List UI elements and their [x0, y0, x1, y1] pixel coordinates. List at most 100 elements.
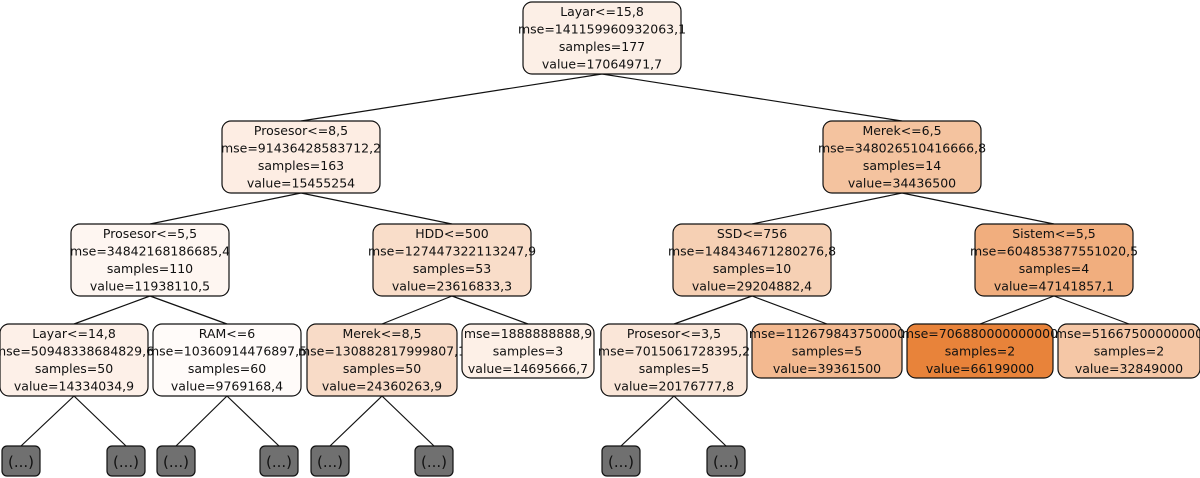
- edge-rr-rrr: [1053, 295, 1130, 325]
- node-line: mse=706880000000000: [902, 326, 1058, 341]
- node-line: samples=5: [639, 361, 709, 376]
- node-box: [522, 1, 682, 75]
- node-line: mse=34842168186685,4: [70, 244, 230, 259]
- tree-node-rll: Prosesor<=3,5 mse=7015061728395,2 samples=…: [598, 323, 750, 397]
- elided-node: (...): [601, 445, 641, 477]
- node-line: HDD<=500: [415, 226, 489, 241]
- tree-node-lrl: Merek<=8,5 mse=130882817999807,1 samples=5…: [298, 323, 466, 397]
- tree-node-l: Prosesor<=8,5 mse=91436428583712,2 samples…: [221, 120, 381, 194]
- elided-node: (...): [414, 445, 454, 477]
- node-box: [372, 223, 532, 297]
- tree-node-rlr: mse=112679843750000samples=5value=393615…: [749, 323, 905, 379]
- edge-lrl-elided: [381, 395, 435, 447]
- node-line: mse=50948338684829,6: [0, 344, 154, 359]
- elided-box: [601, 445, 641, 477]
- node-line: Layar<=14,8: [32, 326, 116, 341]
- tree-node-llr: RAM<=6mse=10360914476897,5samples=60valu…: [147, 323, 307, 397]
- node-line: samples=53: [413, 261, 491, 276]
- edge-rr-rrl: [979, 295, 1055, 325]
- node-box: [0, 323, 149, 397]
- edge-lll-elided: [20, 395, 75, 447]
- elided-box: [259, 445, 299, 477]
- node-line: Prosesor<=3,5: [627, 326, 721, 341]
- tree-node-rrl: mse=706880000000000 samples=2 value=661990…: [902, 323, 1058, 379]
- node-line: samples=2: [1094, 343, 1164, 358]
- node-line: Prosesor<=8,5: [254, 123, 348, 138]
- node-box: [70, 223, 230, 297]
- edge-lr-lrl: [381, 295, 453, 325]
- node-line: value=15455254: [247, 176, 355, 191]
- node-line: Prosesor<=5,5: [103, 226, 197, 241]
- node-line: samples=50: [343, 361, 421, 376]
- tree-node-r: Merek<=6,5 mse=348026510416666,8 samples=1…: [818, 120, 986, 194]
- node-line: mse=348026510416666,8: [818, 141, 986, 156]
- edge-l-ll: [149, 192, 302, 225]
- node-box: [306, 323, 458, 397]
- elided-label: (...): [113, 453, 139, 471]
- node-box: [751, 323, 903, 379]
- tree-node-lr: HDD<=500mse=127447322113247,9samples=53v…: [368, 223, 536, 297]
- tree-node-ll: Prosesor<=5,5 mse=34842168186685,4 samples…: [70, 223, 230, 297]
- elided-node: (...): [310, 445, 350, 477]
- node-line: Merek<=6,5: [862, 123, 941, 138]
- elided-box: [156, 445, 196, 477]
- node-line: Merek<=8,5: [342, 326, 421, 341]
- edge-root-l: [300, 73, 603, 122]
- node-line: mse=51667500000000: [1055, 326, 1200, 341]
- elided-label: (...): [713, 453, 739, 471]
- tree-node-rrr: mse=51667500000000 samples=2 value=3284900…: [1055, 323, 1200, 379]
- node-line: mse=91436428583712,2: [221, 141, 381, 156]
- node-line: value=24360263,9: [322, 379, 442, 394]
- node-box: [221, 120, 381, 194]
- node-line: Layar<=15,8: [560, 4, 644, 19]
- edge-lrl-elided: [329, 395, 383, 447]
- node-line: samples=177: [559, 39, 645, 54]
- node-line: value=20176777,8: [614, 379, 734, 394]
- elided-node: (...): [706, 445, 746, 477]
- node-line: samples=3: [493, 343, 563, 358]
- edge-root-r: [601, 73, 903, 122]
- elided-box: [706, 445, 746, 477]
- node-line: mse=130882817999807,1: [298, 344, 466, 359]
- node-line: samples=60: [188, 361, 266, 376]
- node-box: [672, 223, 832, 297]
- tree-node-lll: Layar<=14,8 mse=50948338684829,6 samples=5…: [0, 323, 154, 397]
- node-line: mse=1888888888,9: [464, 326, 592, 341]
- tree-node-rl: SSD<=756mse=148434671280276,8samples=10v…: [668, 223, 836, 297]
- node-line: samples=10: [713, 261, 791, 276]
- node-line: samples=110: [107, 261, 193, 276]
- tree-node-lrr: mse=1888888888,9samples=3value=14695666,…: [461, 323, 595, 379]
- node-box: [822, 120, 982, 194]
- tree-node-root: Layar<=15,8mse=141159960932063,1samples=…: [518, 1, 686, 75]
- edge-rll-elided: [620, 395, 675, 447]
- node-line: samples=2: [945, 343, 1015, 358]
- node-line: samples=50: [35, 361, 113, 376]
- elided-label: (...): [608, 453, 634, 471]
- node-line: value=32849000: [1075, 361, 1183, 376]
- node-line: samples=5: [792, 343, 862, 358]
- edge-llr-elided: [226, 395, 280, 447]
- elided-label: (...): [266, 453, 292, 471]
- edge-rll-elided: [673, 395, 727, 447]
- node-line: value=14334034,9: [14, 379, 134, 394]
- node-line: value=17064971,7: [542, 57, 662, 72]
- edge-llr-elided: [175, 395, 228, 447]
- node-line: mse=7015061728395,2: [598, 344, 750, 359]
- node-line: value=29204882,4: [692, 279, 812, 294]
- node-line: value=34436500: [848, 176, 956, 191]
- node-line: value=9769168,4: [171, 379, 283, 394]
- edge-r-rr: [901, 192, 1055, 225]
- elided-node: (...): [156, 445, 196, 477]
- elided-box: [1, 445, 41, 477]
- edge-ll-lll: [73, 295, 151, 325]
- node-line: mse=148434671280276,8: [668, 244, 836, 259]
- node-line: samples=163: [258, 158, 344, 173]
- edge-rl-rll: [673, 295, 753, 325]
- node-box: [974, 223, 1134, 297]
- node-line: samples=14: [863, 158, 941, 173]
- node-line: mse=127447322113247,9: [368, 244, 536, 259]
- elided-node: (...): [1, 445, 41, 477]
- node-line: value=66199000: [926, 361, 1034, 376]
- elided-node: (...): [259, 445, 299, 477]
